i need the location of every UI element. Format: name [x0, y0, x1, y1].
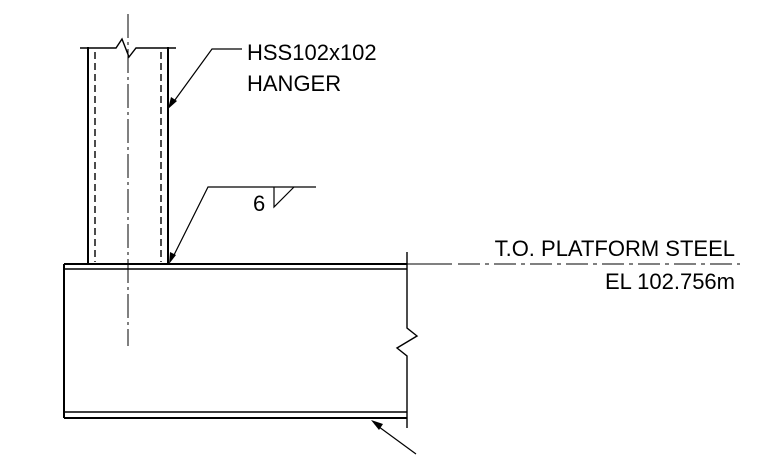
hanger-label-line2: HANGER: [247, 71, 341, 96]
bottom-leader-arrowhead: [371, 420, 383, 430]
break-line-right: [395, 252, 419, 428]
weld-leader-arrowhead: [169, 252, 176, 264]
hanger-leader-arrowhead: [168, 97, 177, 109]
elevation-label-line2: EL 102.756m: [605, 269, 735, 294]
platform-beam: [63, 252, 419, 428]
weld-size-label: 6: [253, 191, 265, 216]
fillet-weld-icon: [273, 186, 295, 209]
hanger-label-line1: HSS102x102: [247, 40, 377, 65]
bottom-leader: [371, 420, 417, 455]
hss-hanger-column: [80, 37, 176, 264]
break-line-top: [80, 37, 176, 59]
elevation-label-line1: T.O. PLATFORM STEEL: [495, 236, 735, 261]
hanger-leader: [168, 48, 242, 109]
weld-symbol: [169, 186, 316, 264]
